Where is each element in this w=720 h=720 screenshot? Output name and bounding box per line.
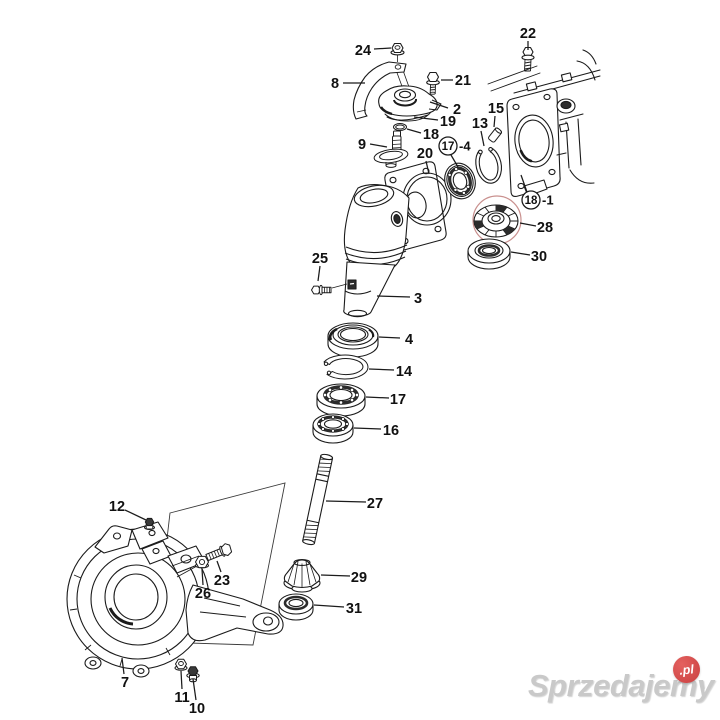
callout-28: 28 bbox=[519, 220, 553, 236]
callout-7: 7 bbox=[121, 657, 129, 691]
svg-text:22: 22 bbox=[520, 26, 536, 42]
callout-26: 26 bbox=[195, 568, 211, 602]
svg-text:18: 18 bbox=[525, 195, 538, 207]
svg-text:2: 2 bbox=[453, 102, 461, 118]
part-16-bearing bbox=[312, 413, 354, 444]
callout-8: 8 bbox=[331, 76, 365, 92]
svg-text:30: 30 bbox=[531, 249, 547, 265]
part-29-pinion-gear bbox=[283, 558, 321, 593]
part-19-gasket bbox=[384, 111, 432, 122]
callout-30: 30 bbox=[510, 249, 547, 265]
callout-2: 2 bbox=[429, 101, 461, 118]
callout-25: 25 bbox=[312, 251, 328, 282]
callout-16: 16 bbox=[353, 423, 399, 439]
svg-text:15: 15 bbox=[488, 101, 504, 117]
part-4-bearing bbox=[327, 322, 379, 358]
callout-24: 24 bbox=[355, 43, 392, 59]
callout-18: 18 bbox=[406, 127, 439, 143]
svg-text:8: 8 bbox=[331, 76, 339, 92]
callout-11: 11 bbox=[174, 670, 190, 706]
part-2-cover bbox=[378, 85, 442, 117]
svg-text:7: 7 bbox=[121, 675, 129, 691]
callout-31: 31 bbox=[313, 601, 362, 617]
part-11-nut bbox=[174, 658, 188, 671]
callout-3: 3 bbox=[376, 291, 422, 307]
part-axle-case bbox=[487, 49, 601, 197]
svg-text:11: 11 bbox=[174, 690, 189, 706]
part-26-nut bbox=[195, 555, 209, 569]
callout-19: 19 bbox=[413, 114, 456, 130]
svg-text:-1: -1 bbox=[542, 193, 554, 208]
svg-text:23: 23 bbox=[214, 573, 230, 589]
svg-text:13: 13 bbox=[472, 116, 488, 132]
svg-text:9: 9 bbox=[358, 137, 366, 153]
callout-29: 29 bbox=[320, 570, 367, 586]
svg-text:24: 24 bbox=[355, 43, 371, 59]
svg-text:20: 20 bbox=[417, 146, 433, 162]
svg-text:25: 25 bbox=[312, 251, 328, 267]
part-13-snap-ring bbox=[475, 146, 502, 184]
svg-text:-4: -4 bbox=[459, 139, 471, 154]
svg-text:21: 21 bbox=[455, 73, 471, 89]
svg-text:10: 10 bbox=[189, 701, 205, 717]
callout-13: 13 bbox=[472, 116, 488, 147]
callout-circle bbox=[521, 190, 541, 210]
part-25-bolt bbox=[311, 283, 348, 296]
svg-text:18: 18 bbox=[423, 127, 439, 143]
svg-text:28: 28 bbox=[537, 220, 553, 236]
part-27-spline-shaft bbox=[302, 453, 334, 546]
part-17-bearing bbox=[316, 383, 366, 417]
part-18-o-ring bbox=[393, 123, 407, 131]
callout-10: 10 bbox=[189, 678, 205, 717]
callout-18-1: 18 -1 bbox=[520, 174, 554, 210]
svg-text:17: 17 bbox=[442, 141, 455, 153]
svg-text:27: 27 bbox=[367, 496, 383, 512]
callout-23: 23 bbox=[214, 560, 230, 589]
callout-21: 21 bbox=[441, 73, 471, 89]
svg-text:16: 16 bbox=[383, 423, 399, 439]
callout-14: 14 bbox=[368, 364, 412, 380]
svg-text:19: 19 bbox=[440, 114, 456, 130]
part-9-breather bbox=[373, 130, 409, 168]
callout-12: 12 bbox=[109, 499, 147, 521]
svg-text:4: 4 bbox=[405, 332, 413, 348]
part-8-bracket bbox=[352, 61, 407, 120]
callout-17-4: 17 -4 bbox=[438, 136, 471, 168]
svg-text:14: 14 bbox=[396, 364, 412, 380]
svg-text:17: 17 bbox=[390, 392, 406, 408]
part-28-bevel-gear bbox=[472, 195, 522, 245]
part-30-seal bbox=[467, 238, 511, 270]
callout-4: 4 bbox=[378, 332, 413, 348]
callout-27: 27 bbox=[325, 496, 383, 512]
callout-15: 15 bbox=[488, 101, 504, 128]
part-3-kingpin-case bbox=[343, 161, 452, 318]
svg-text:29: 29 bbox=[351, 570, 367, 586]
part-31-bearing bbox=[278, 593, 314, 621]
part-7-knuckle-housing bbox=[66, 521, 284, 678]
part-22-bolt bbox=[521, 46, 535, 72]
callout-22: 22 bbox=[520, 26, 536, 50]
part-21-bolt bbox=[426, 71, 440, 95]
callout-circle bbox=[438, 136, 458, 156]
svg-text:31: 31 bbox=[346, 601, 362, 617]
svg-text:3: 3 bbox=[414, 291, 422, 307]
svg-text:26: 26 bbox=[195, 586, 211, 602]
part-12-plug bbox=[144, 517, 155, 530]
part-23-bolt bbox=[205, 543, 233, 561]
svg-text:12: 12 bbox=[109, 499, 125, 515]
callout-17: 17 bbox=[365, 392, 406, 408]
part-14-snap-ring bbox=[323, 354, 369, 380]
callout-9: 9 bbox=[358, 137, 388, 153]
part-17-4-bearing bbox=[444, 162, 476, 200]
part-15-pin bbox=[488, 127, 502, 143]
callout-20: 20 bbox=[417, 146, 433, 175]
